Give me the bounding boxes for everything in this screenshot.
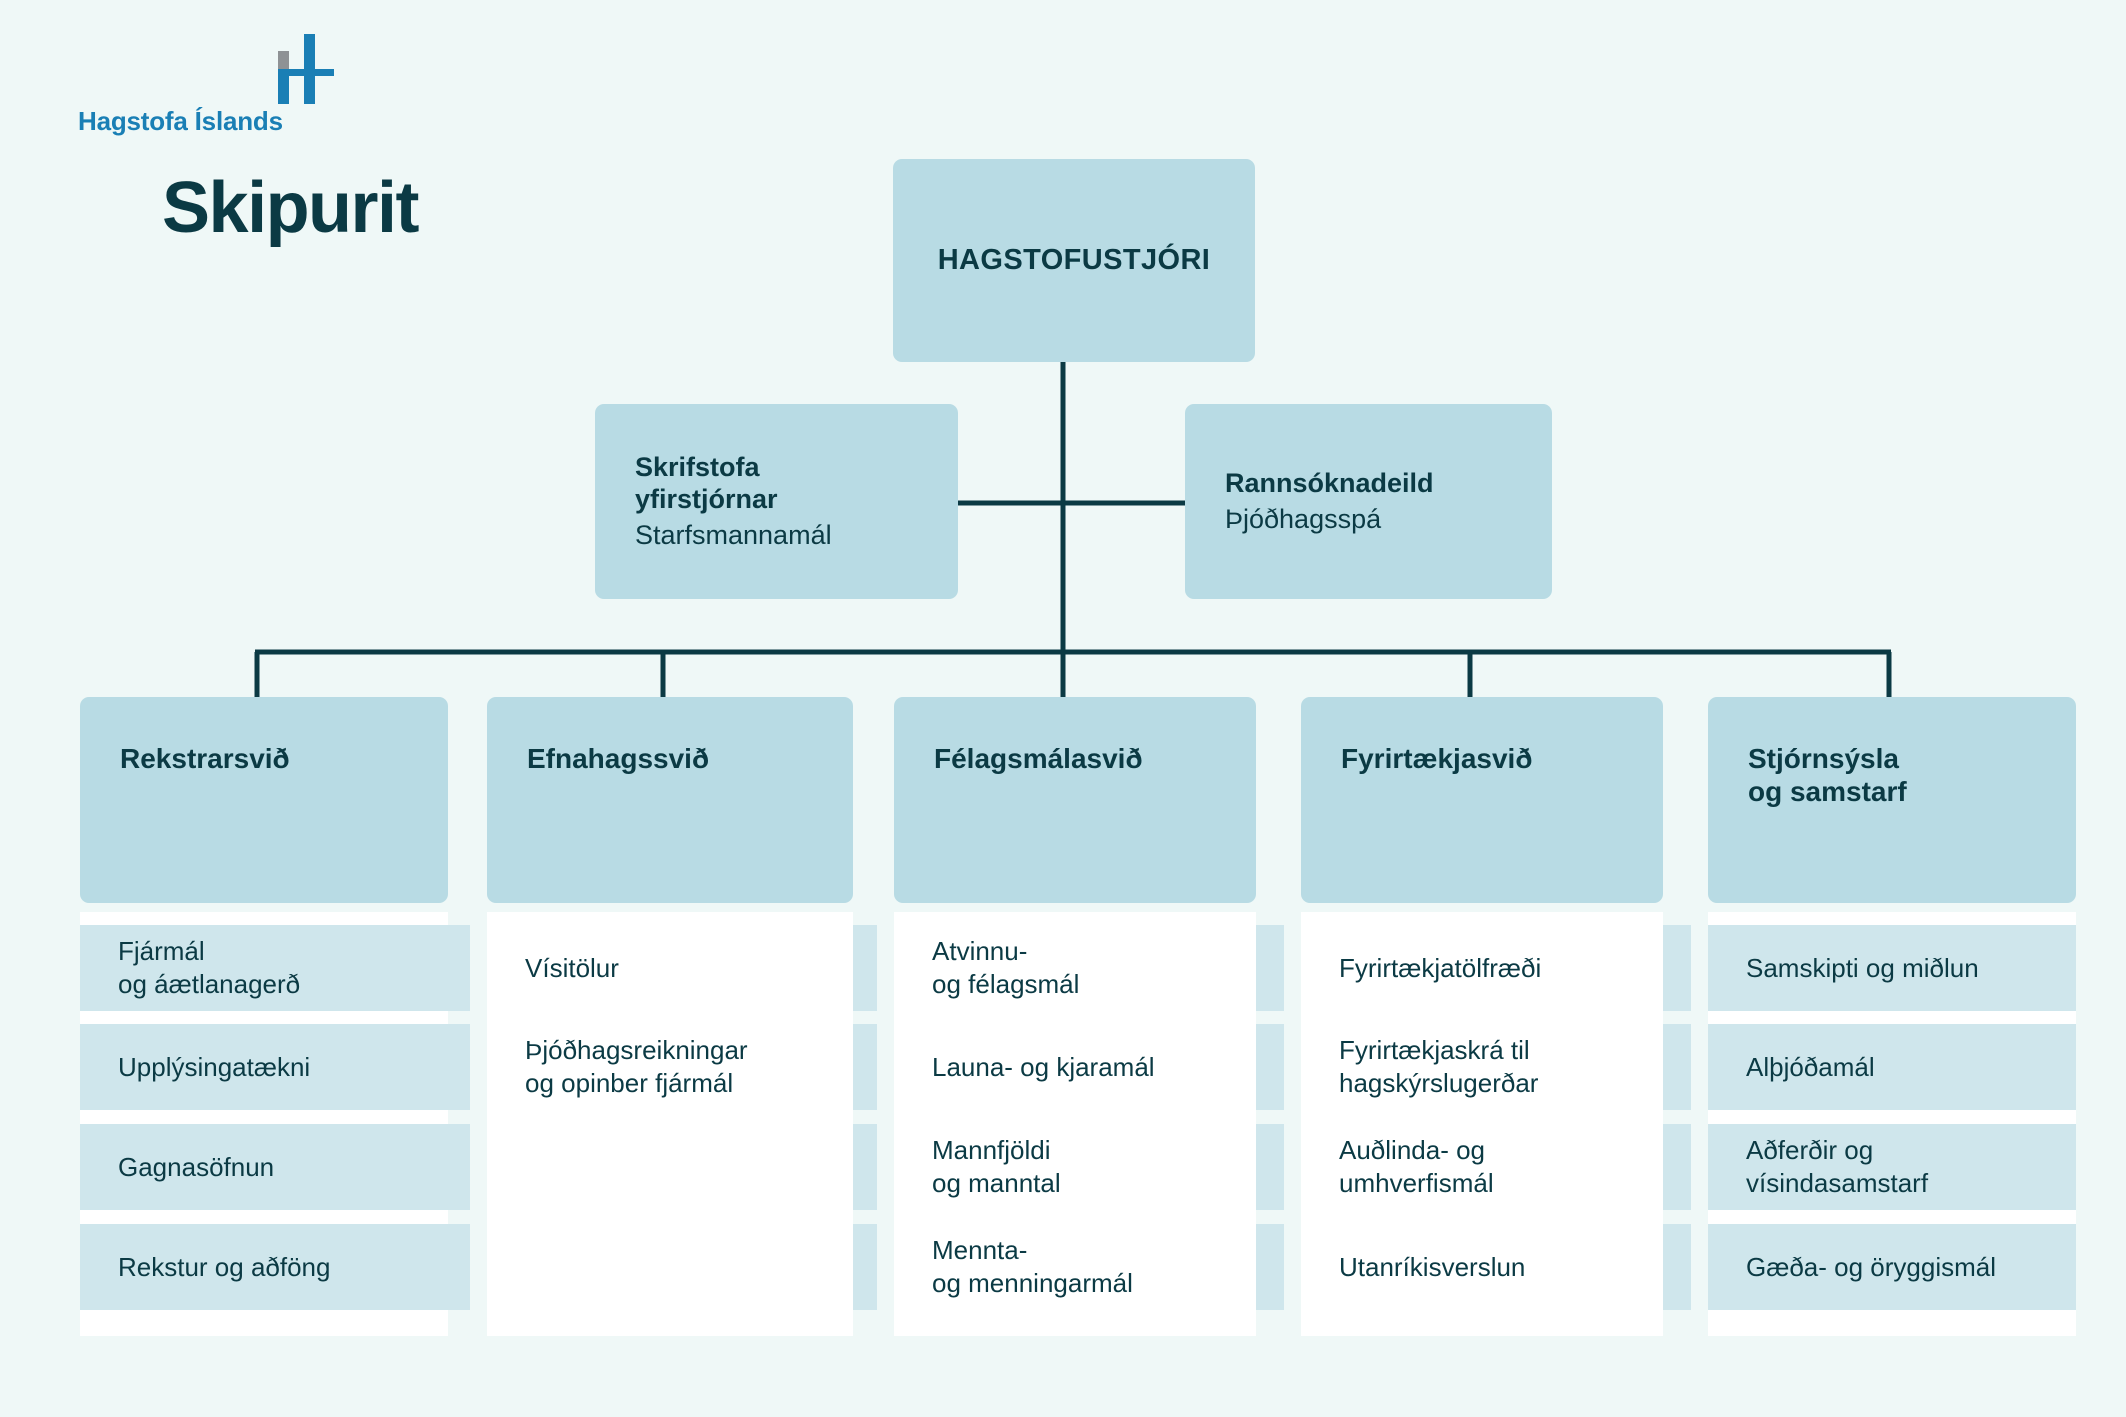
department-list-item[interactable]: Utanríkisverslun (1339, 1252, 1526, 1282)
node-subtitle: Starfsmannamál (635, 519, 832, 550)
department-title: Rekstrarsvið (120, 743, 290, 774)
page-title: Skipurit (162, 168, 420, 248)
stripe-band (80, 1224, 470, 1310)
stripe-band (80, 925, 470, 1011)
department-list-item[interactable]: Þjóðhagsreikningar og opinber fjármál (525, 1035, 748, 1099)
stripe-band (1708, 1224, 2076, 1310)
list-card (1301, 912, 1663, 1336)
department-list-item[interactable]: Upplýsingatækni (118, 1052, 311, 1082)
brand-logo: Hagstofa Íslands (78, 34, 338, 144)
node-subtitle: Þjóðhagsspá (1225, 503, 1382, 534)
list-card (487, 912, 853, 1336)
stripe-band (80, 1124, 470, 1210)
department-list-item[interactable]: Auðlinda- og umhverfismál (1339, 1135, 1494, 1199)
department-title: Efnahagssvið (527, 743, 710, 774)
hagstofa-h-mark-icon (260, 34, 334, 104)
node-title: Skrifstofa yfirstjórnar (635, 451, 778, 514)
department-list-item[interactable]: Alþjóðamál (1746, 1052, 1875, 1082)
department-head[interactable]: Rekstrarsvið (80, 697, 448, 903)
stripe-band (1708, 1124, 2076, 1210)
department-list-item[interactable]: Fyrirtækjaskrá til hagskýrslugerðar (1339, 1035, 1539, 1099)
node-rannsoknadeild[interactable]: Rannsóknadeild Þjóðhagsspá (1185, 404, 1552, 599)
department-list-item[interactable]: Gæða- og öryggismál (1746, 1252, 1996, 1282)
department-title: Fyrirtækjasvið (1341, 743, 1533, 774)
stripe-band (80, 1024, 470, 1110)
list-card (894, 912, 1256, 1336)
department-list-item[interactable]: Fjármál og áætlanagerð (118, 936, 301, 1000)
department-head[interactable]: Stjórnsýsla og samstarf (1708, 697, 2076, 903)
department-list-item[interactable]: Fyrirtækjatölfræði (1339, 953, 1542, 983)
node-hagstofustjori[interactable]: HAGSTOFUSTJÓRI (893, 159, 1255, 362)
department-head[interactable]: Efnahagssvið (487, 697, 853, 903)
brand-wordmark: Hagstofa Íslands (78, 106, 283, 136)
department-list-item[interactable]: Aðferðir og vísindasamstarf (1746, 1135, 1929, 1199)
department-list-item[interactable]: Mennta- og menningarmál (932, 1235, 1133, 1299)
department-list-item[interactable]: Rekstur og aðföng (118, 1252, 331, 1282)
department-head[interactable]: Félagsmálasvið (894, 697, 1256, 903)
department-title: Stjórnsýsla og samstarf (1748, 743, 1907, 808)
department-head[interactable]: Fyrirtækjasvið (1301, 697, 1663, 903)
node-skrifstofa-yfirstjornar[interactable]: Skrifstofa yfirstjórnar Starfsmannamál (595, 404, 958, 599)
department-list-item[interactable]: Mannfjöldi og manntal (932, 1135, 1061, 1199)
stripe-band (1708, 925, 2076, 1011)
department-list-item[interactable]: Gagnasöfnun (118, 1152, 275, 1182)
stripe-band (1708, 1024, 2076, 1110)
department-title: Félagsmálasvið (934, 743, 1143, 774)
node-title: Rannsóknadeild (1225, 467, 1434, 498)
node-title: HAGSTOFUSTJÓRI (937, 244, 1211, 277)
department-list-item[interactable]: Samskipti og miðlun (1746, 953, 1979, 983)
department-list-item[interactable]: Vísitölur (525, 953, 619, 983)
department-list-item[interactable]: Launa- og kjaramál (932, 1052, 1155, 1082)
department-list-item[interactable]: Atvinnu- og félagsmál (932, 936, 1080, 1000)
